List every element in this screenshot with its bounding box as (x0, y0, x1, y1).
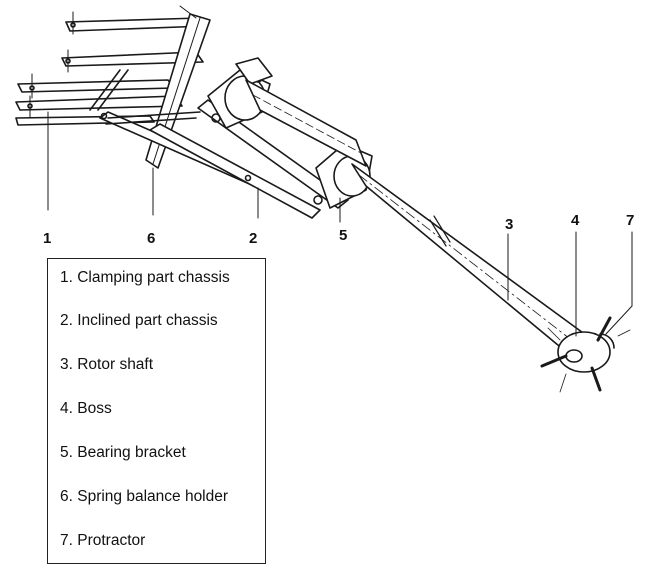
callout-5: 5 (339, 227, 348, 244)
legend-item-bearing-bracket: 5. Bearing bracket (60, 444, 186, 461)
callout-6: 6 (147, 230, 156, 247)
inclined-part-chassis (99, 99, 349, 219)
legend-item-spring-balance-holder: 6. Spring balance holder (60, 488, 229, 505)
main-shaft (245, 79, 367, 167)
parts-legend: 1. Clamping part chassis 2. Inclined par… (47, 258, 266, 564)
callout-7: 7 (626, 212, 635, 229)
legend-item-inclined-part-chassis: 2. Inclined part chassis (60, 312, 218, 329)
callout-4: 4 (571, 212, 580, 229)
legend-item-boss: 4. Boss (60, 400, 112, 417)
callout-1: 1 (43, 230, 52, 247)
rotor-shaft (351, 163, 591, 361)
legend-item-clamping-part-chassis: 1. Clamping part chassis (60, 269, 230, 286)
protractor (599, 231, 633, 349)
callout-2: 2 (249, 230, 258, 247)
callout-3: 3 (505, 216, 514, 233)
legend-item-protractor: 7. Protractor (60, 532, 146, 549)
legend-item-rotor-shaft: 3. Rotor shaft (60, 356, 154, 373)
boss (540, 231, 612, 393)
